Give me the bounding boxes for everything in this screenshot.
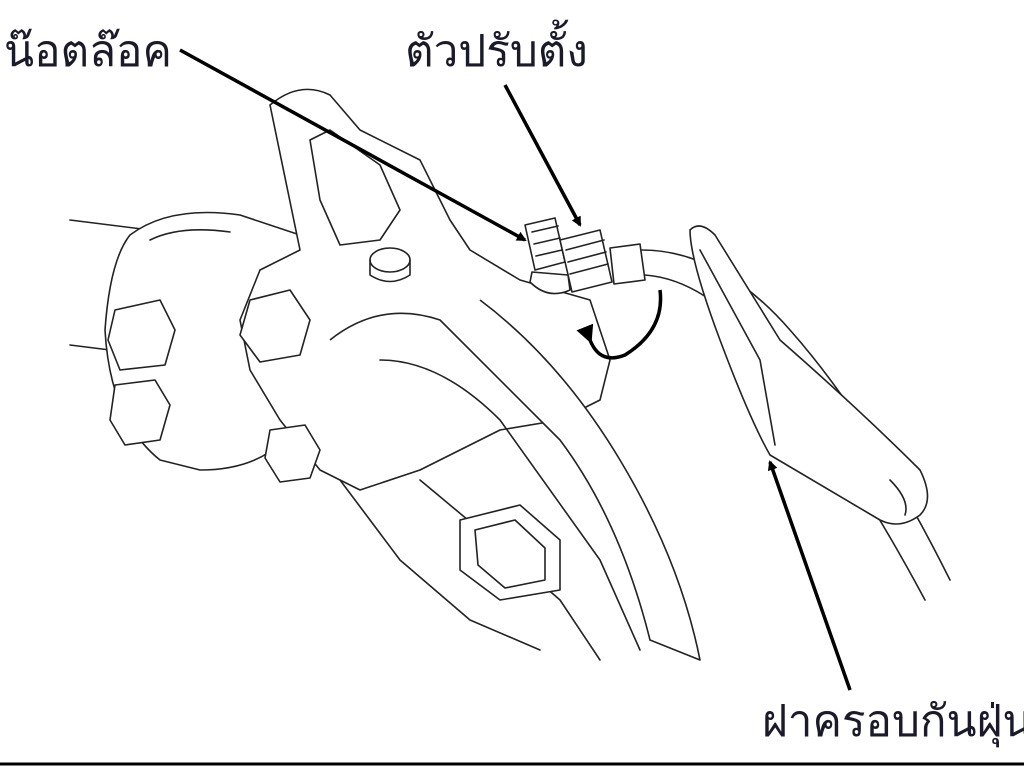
- dust-cover-arrow: [767, 460, 852, 691]
- adjuster-label: ตัวปรับตั้ง: [405, 26, 588, 77]
- handlebar: [69, 219, 151, 351]
- adjuster-arrow: [503, 84, 582, 227]
- mounting-bolt-lower: [264, 424, 321, 483]
- dust-cover-label: ฝาครอบกันฝุ่น: [762, 696, 1024, 747]
- mounting-bolt-upper: [239, 289, 311, 363]
- switch-button-lower: [109, 379, 171, 446]
- bolt-head-small: [369, 247, 411, 273]
- pivot-bolt: [459, 504, 561, 601]
- switch-button-upper: [107, 299, 176, 371]
- rotation-arrow: [576, 289, 663, 360]
- lock-nut: [524, 217, 566, 271]
- clutch-lever: [329, 299, 701, 661]
- lock-nut-arrow: [179, 48, 527, 242]
- dust-cover: [689, 225, 929, 525]
- adjuster-assembly: [524, 217, 646, 295]
- lock-nut-label: น๊อตล๊อค: [4, 26, 172, 77]
